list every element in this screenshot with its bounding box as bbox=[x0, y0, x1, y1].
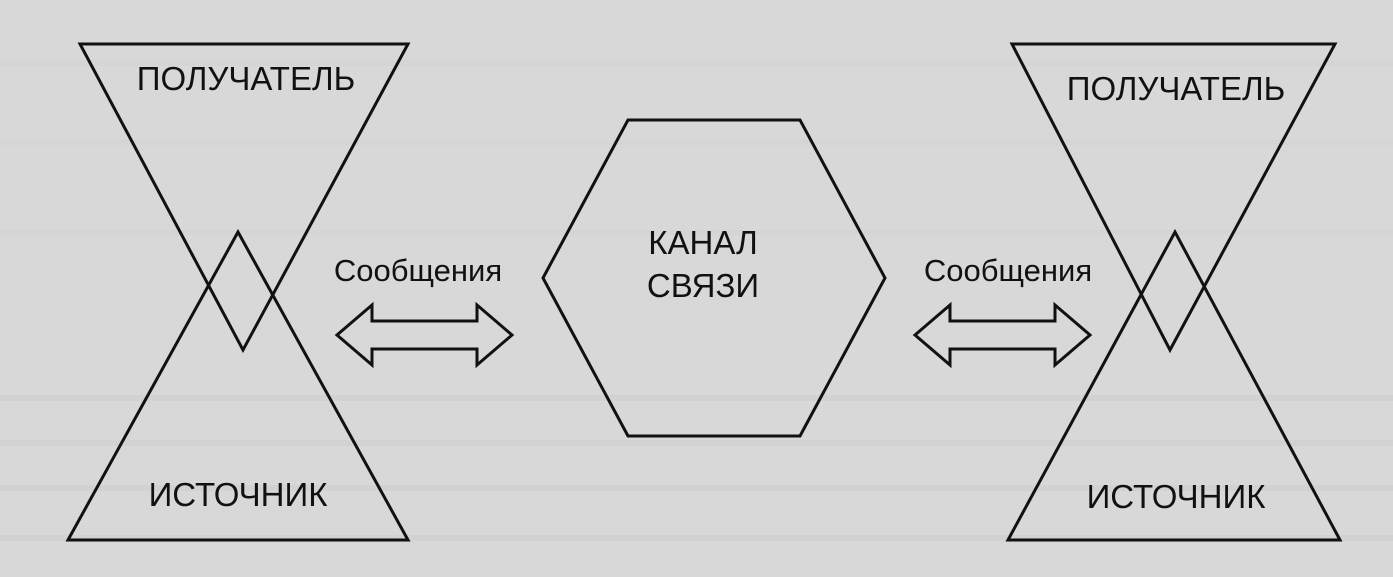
right-receiver-label: ПОЛУЧАТЕЛЬ bbox=[1067, 70, 1286, 107]
channel-label-line2: СВЯЗИ bbox=[647, 267, 759, 304]
right-double-arrow-icon bbox=[912, 301, 1093, 369]
left-source-triangle bbox=[65, 228, 411, 542]
right-node: ПОЛУЧАТЕЛЬ ИСТОЧНИК bbox=[1005, 42, 1343, 542]
right-message: Сообщения bbox=[912, 253, 1093, 369]
left-node: ПОЛУЧАТЕЛЬ ИСТОЧНИК bbox=[65, 42, 411, 542]
left-source-label: ИСТОЧНИК bbox=[149, 476, 329, 513]
channel-hexagon bbox=[541, 118, 887, 438]
left-receiver-triangle bbox=[77, 42, 411, 354]
channel-label-line1: КАНАЛ bbox=[648, 224, 757, 261]
right-receiver-triangle bbox=[1009, 42, 1338, 354]
left-double-arrow-icon bbox=[334, 301, 515, 369]
right-source-label: ИСТОЧНИК bbox=[1087, 478, 1267, 515]
right-source-triangle bbox=[1005, 228, 1343, 542]
channel-node: КАНАЛ СВЯЗИ bbox=[541, 118, 887, 438]
left-message: Сообщения bbox=[334, 253, 515, 369]
left-message-label: Сообщения bbox=[334, 253, 502, 288]
right-message-label: Сообщения bbox=[924, 253, 1092, 288]
left-receiver-label: ПОЛУЧАТЕЛЬ bbox=[137, 60, 356, 97]
